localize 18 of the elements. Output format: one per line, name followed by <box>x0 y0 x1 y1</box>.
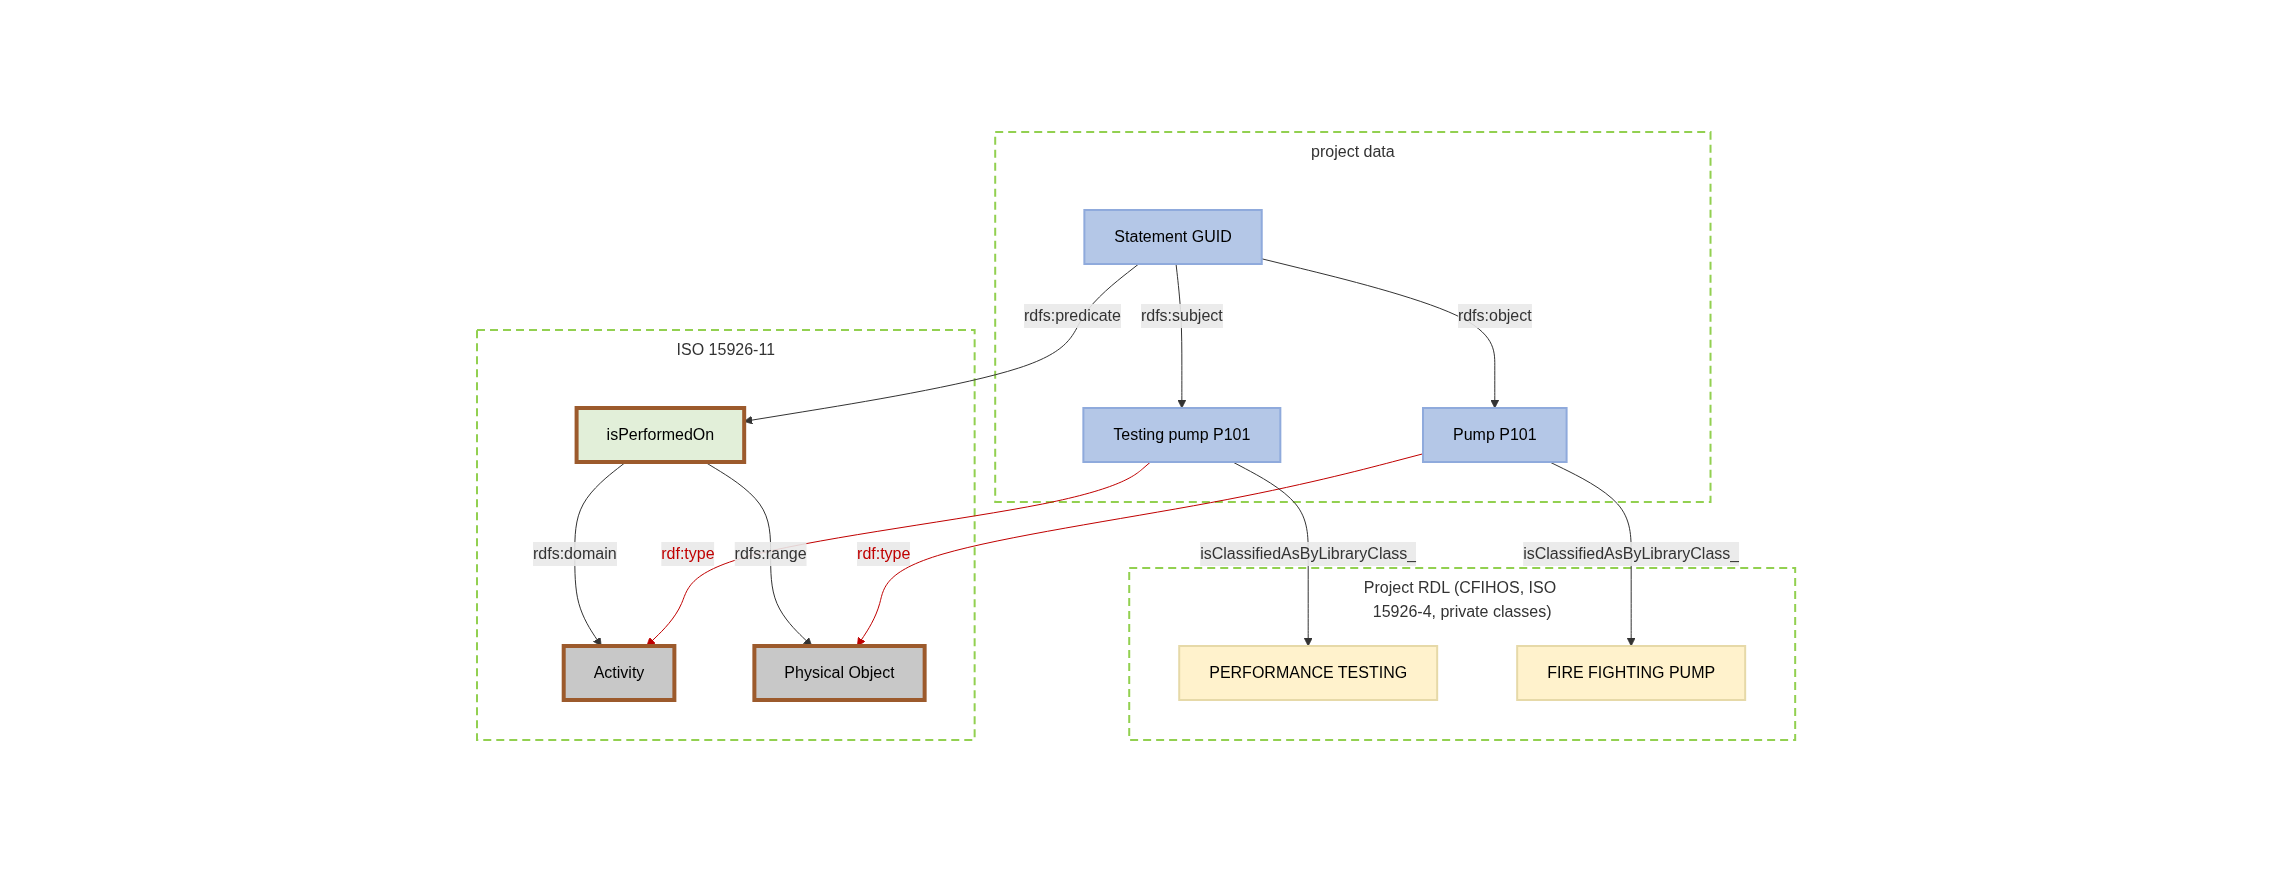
node-box: Physical Object <box>752 644 927 702</box>
node-box: Statement GUID <box>1083 209 1263 265</box>
arrow <box>1261 258 1500 409</box>
node-box: Pump P101 <box>1421 407 1568 463</box>
edge-label: rdf:type <box>856 545 911 562</box>
node-box: FIRE FIGHTING PUMP <box>1516 645 1747 701</box>
node-box: PERFORMANCE TESTING <box>1178 645 1439 701</box>
edge-label: rdfs:subject <box>1140 307 1223 324</box>
edge-label: rdfs:predicate <box>1023 307 1121 324</box>
node-box: isPerformedOn <box>574 406 747 464</box>
edge-label: rdf:type <box>661 545 715 562</box>
edge-label: rdfs:range <box>734 545 807 562</box>
node-box: Activity <box>561 644 677 702</box>
edge-label: isClassifiedAsByLibraryClass_ <box>1523 545 1740 562</box>
node-box: Testing pump P101 <box>1082 407 1282 463</box>
edge-label: rdfs:domain <box>532 545 617 562</box>
edge-label: rdfs:object <box>1457 307 1532 324</box>
edge-label: isClassifiedAsByLibraryClass_ <box>1200 545 1417 562</box>
